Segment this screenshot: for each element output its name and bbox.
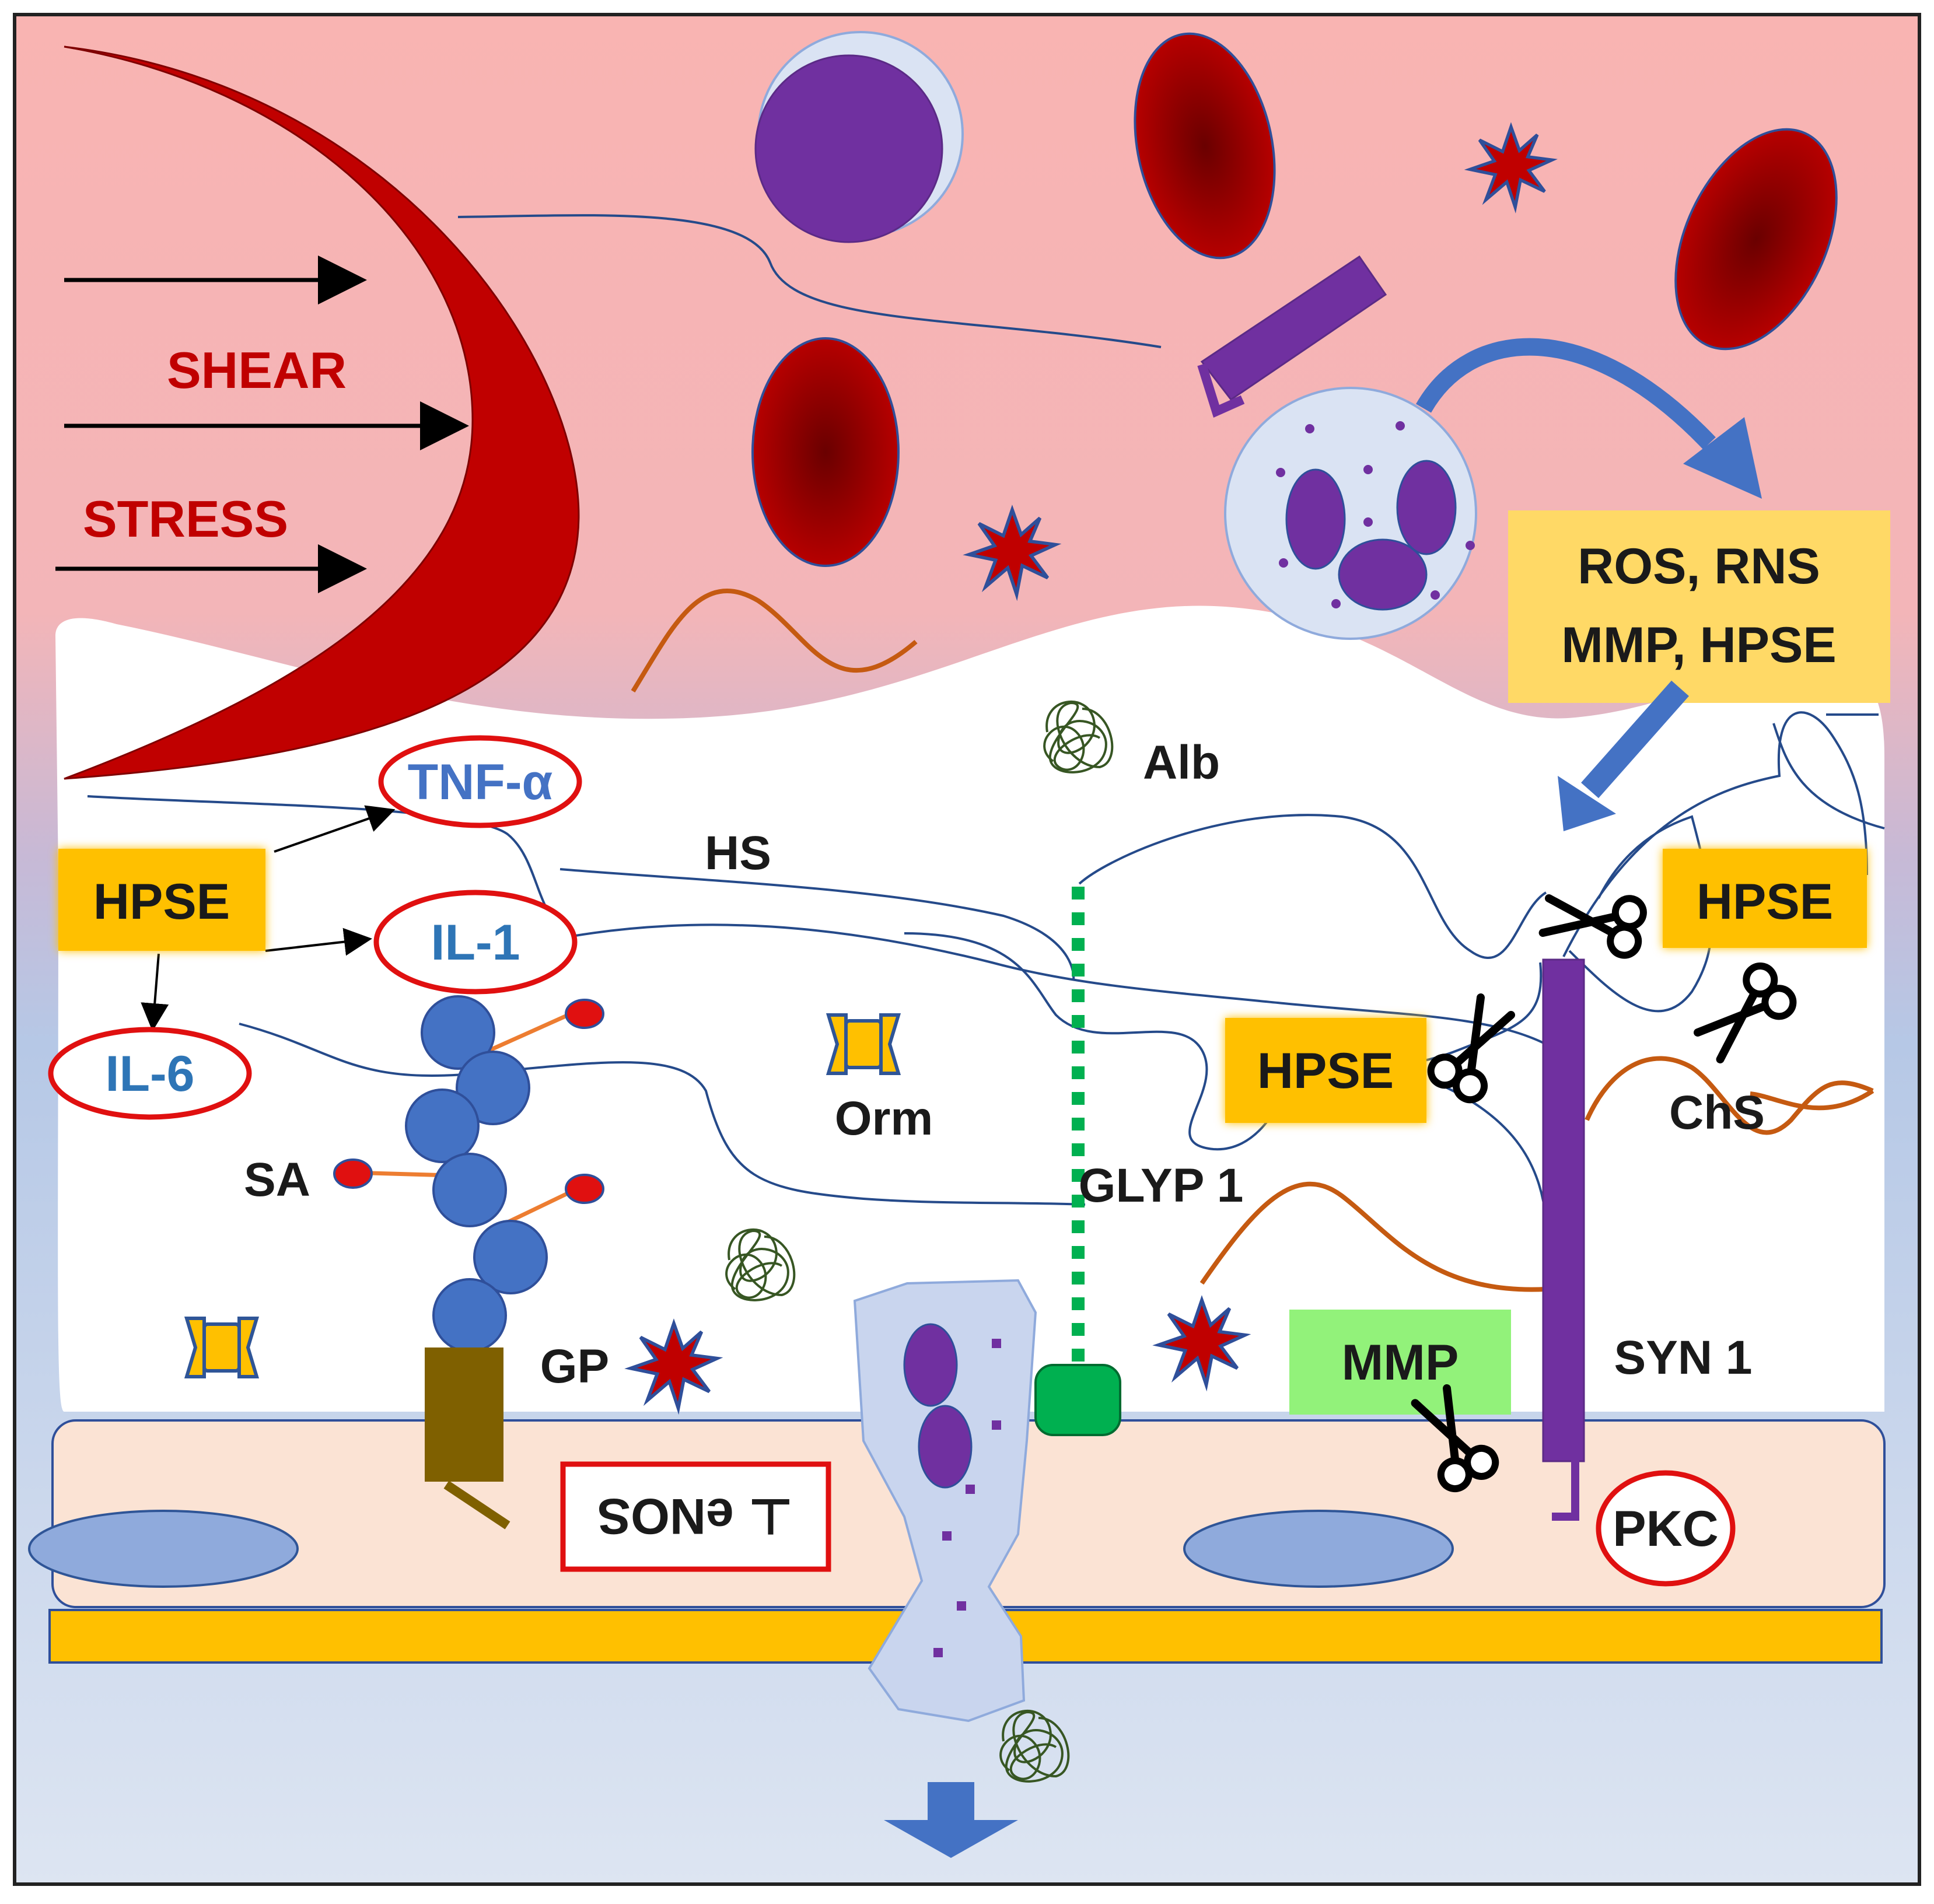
antibody-rod	[1197, 255, 1387, 418]
arrow-to-tnf	[274, 805, 396, 853]
syndecan-tail	[1552, 1458, 1579, 1521]
glypican-anchor	[1034, 1364, 1121, 1436]
neutrophil-cell	[1224, 387, 1477, 640]
glycoprotein-anchor	[425, 1348, 503, 1482]
alb-label: Alb	[1143, 736, 1220, 789]
mmp-label: MMP	[1342, 1335, 1459, 1391]
arrow-to-il6	[141, 953, 169, 1031]
il6-label: IL-6	[106, 1046, 195, 1102]
red-blood-cell-3	[751, 337, 900, 567]
stress-label: STRESS	[83, 490, 288, 548]
chs-label: ChS	[1669, 1086, 1765, 1139]
hpse-box-right	[1663, 849, 1867, 948]
il1-label: IL-1	[431, 915, 520, 971]
chondroitin-chain	[1199, 1181, 1547, 1292]
hpse-label-left: HPSE	[93, 874, 230, 930]
ros-line-1: ROS, RNS	[1578, 538, 1820, 594]
damage-arrow-head	[1558, 776, 1616, 831]
pkc-label: PKC	[1613, 1501, 1719, 1557]
nucleus-right	[1183, 1510, 1454, 1588]
ros-box	[1508, 510, 1890, 703]
tnf-alpha-marker	[378, 735, 582, 828]
pkc-marker	[1596, 1470, 1736, 1587]
orosomucoid-icon	[828, 1015, 898, 1073]
nucleus-left	[28, 1510, 299, 1588]
red-blood-cell-2	[1674, 128, 1838, 351]
damage-arrow	[1581, 680, 1689, 799]
sialic-acid	[333, 1158, 373, 1189]
syndecan-core	[1542, 958, 1585, 1462]
enos-box	[560, 1461, 831, 1572]
syndecan-label: SYN 1	[1614, 1331, 1753, 1384]
shear-crescent	[64, 46, 580, 780]
hs-label: HS	[705, 827, 771, 880]
orosomucoid-icon	[187, 1318, 257, 1377]
shed-chondroitin	[631, 589, 918, 693]
hpse-box-middle	[1225, 1018, 1426, 1123]
sa-label: SA	[244, 1153, 310, 1206]
sialic-acid	[565, 1174, 604, 1204]
shear-label: SHEAR	[167, 341, 347, 399]
arrow-to-il1	[265, 928, 372, 956]
chondroitin-chain	[1585, 1056, 1874, 1135]
release-arrow-head	[1683, 417, 1762, 499]
hpse-label-right: HPSE	[1697, 874, 1833, 930]
release-curved-arrow	[1415, 338, 1716, 450]
monocyte-nucleus	[754, 54, 943, 243]
heparan-sulfate-chains	[87, 214, 1885, 1220]
glypican-label: GLYP 1	[1079, 1159, 1244, 1212]
glycoprotein-chain	[333, 995, 604, 1530]
sialic-acid	[565, 999, 604, 1029]
hpse-box-left	[58, 849, 265, 951]
enos-label: ⊥ eNOS	[597, 1488, 794, 1544]
mmp-box	[1289, 1310, 1511, 1415]
gp-label: GP	[540, 1340, 609, 1393]
transmigrating-leukocyte	[853, 1279, 1037, 1723]
ros-line-2: MMP, HPSE	[1561, 617, 1837, 673]
down-arrow-icon	[884, 1782, 1018, 1858]
red-blood-cell-1	[1134, 32, 1276, 260]
orm-label: Orm	[835, 1092, 933, 1145]
il1-marker	[373, 890, 578, 995]
chondroitin-chain	[1750, 1088, 1874, 1111]
tnf-alpha-label: TNF-α	[408, 754, 553, 810]
il6-marker	[48, 1027, 252, 1120]
hpse-label-middle: HPSE	[1257, 1043, 1394, 1099]
